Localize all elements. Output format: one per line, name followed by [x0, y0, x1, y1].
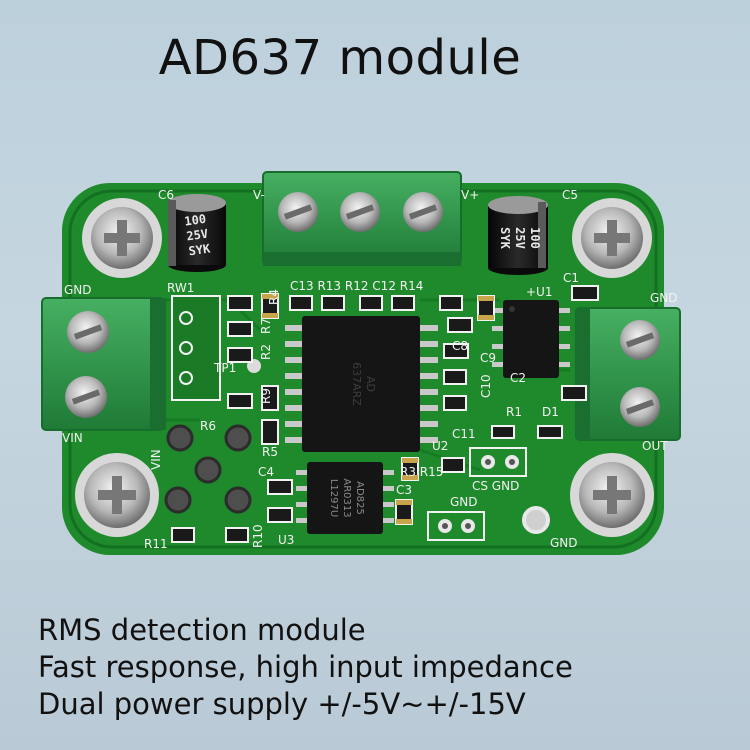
mounting-hole	[522, 506, 550, 534]
label-c9: C9	[480, 351, 496, 365]
label-r5: R5	[262, 445, 278, 459]
chip-u3-part: AD825	[354, 481, 365, 515]
label-c3: C3	[396, 483, 412, 497]
mounting-screw-bottom-left	[75, 453, 159, 537]
label-v-minus: V-	[253, 188, 265, 202]
label-r1: R1	[506, 405, 522, 419]
feature-captions: RMS detection module Fast response, high…	[38, 612, 573, 723]
caption-line-2: Fast response, high input impedance	[38, 650, 573, 684]
gnd-header-bottom	[427, 511, 485, 541]
capacitor-right: 100 25V SYK	[488, 196, 548, 275]
terminal-screw-left-2	[65, 376, 107, 418]
capacitor-left-voltage: 25V	[186, 227, 209, 244]
capacitor-left-brand: SYK	[188, 241, 212, 258]
label-out: OUT	[642, 439, 668, 453]
label-u1: +U1	[526, 285, 552, 299]
vin-pin-pads	[164, 424, 252, 514]
label-u3: U3	[278, 533, 294, 547]
capacitor-right-value: 100	[528, 227, 542, 249]
terminal-block-top	[262, 171, 462, 266]
chip-ad637-brand: AD	[364, 376, 377, 392]
label-c11: C11	[452, 427, 476, 441]
terminal-block-right	[575, 307, 681, 441]
label-c1: C1	[563, 271, 579, 285]
label-top-row: C13 R13 R12 C12 R14	[290, 279, 423, 293]
terminal-screw-right-2	[620, 387, 660, 427]
label-v-plus: V+	[461, 188, 479, 202]
label-gnd-corner: GND	[550, 536, 578, 550]
terminal-screw-left-1	[67, 311, 109, 353]
caption-line-3: Dual power supply +/-5V~+/-15V	[38, 687, 526, 721]
page-title: AD637 module	[158, 30, 522, 86]
label-r2: R2	[259, 344, 273, 360]
caption-line-1: RMS detection module	[38, 613, 366, 647]
chip-ad637: AD 637ARZ	[285, 316, 438, 452]
label-r10: R10	[251, 524, 265, 548]
chip-u3: AD825 AR0313 L1297U	[296, 462, 394, 534]
label-gnd-bottom: GND	[450, 495, 478, 509]
label-u2: U2	[432, 439, 448, 453]
smd-components	[171, 285, 599, 543]
capacitor-left-value: 100	[184, 212, 207, 229]
label-gnd-left: GND	[64, 283, 92, 297]
terminal-screw-top-2	[340, 192, 380, 232]
label-rw1: RW1	[167, 281, 194, 295]
mounting-screw-bottom-right	[570, 453, 654, 537]
label-gnd-right: GND	[650, 291, 678, 305]
chip-ad637-part: 637ARZ	[350, 362, 363, 406]
label-vin-mid: VIN	[149, 449, 163, 470]
label-r3-r15: R3 R15	[400, 465, 443, 479]
capacitor-right-voltage: 25V	[513, 227, 527, 249]
capacitor-left: 100 25V SYK	[168, 194, 226, 272]
label-cs-gnd: CS GND	[472, 479, 519, 493]
label-tp1: TP1	[213, 361, 236, 375]
terminal-block-left	[41, 297, 166, 431]
label-r7: R7	[259, 318, 273, 334]
trimmer-rw1	[171, 295, 221, 401]
label-c10: C10	[479, 374, 493, 398]
mounting-screw-top-left	[82, 198, 162, 278]
label-r6: R6	[200, 419, 216, 433]
mounting-screw-top-right	[572, 198, 652, 278]
cs-gnd-header	[469, 447, 527, 477]
label-r11: R11	[144, 537, 168, 551]
terminal-screw-top-3	[403, 192, 443, 232]
label-c8: C8	[452, 339, 468, 353]
label-c2: C2	[510, 371, 526, 385]
label-c5: C5	[562, 188, 578, 202]
chip-u3-date: AR0313	[341, 478, 352, 517]
chip-u1	[492, 300, 570, 378]
label-d1: D1	[542, 405, 559, 419]
label-r9: R9	[259, 388, 273, 404]
chip-u3-lot: L1297U	[328, 479, 339, 517]
terminal-screw-top-1	[278, 192, 318, 232]
terminal-screw-right-1	[620, 320, 660, 360]
label-r4: R4	[267, 289, 281, 305]
label-vin-left: VIN	[62, 431, 83, 445]
capacitor-right-brand: SYK	[498, 227, 512, 249]
label-c4: C4	[258, 465, 274, 479]
label-c6: C6	[158, 188, 174, 202]
